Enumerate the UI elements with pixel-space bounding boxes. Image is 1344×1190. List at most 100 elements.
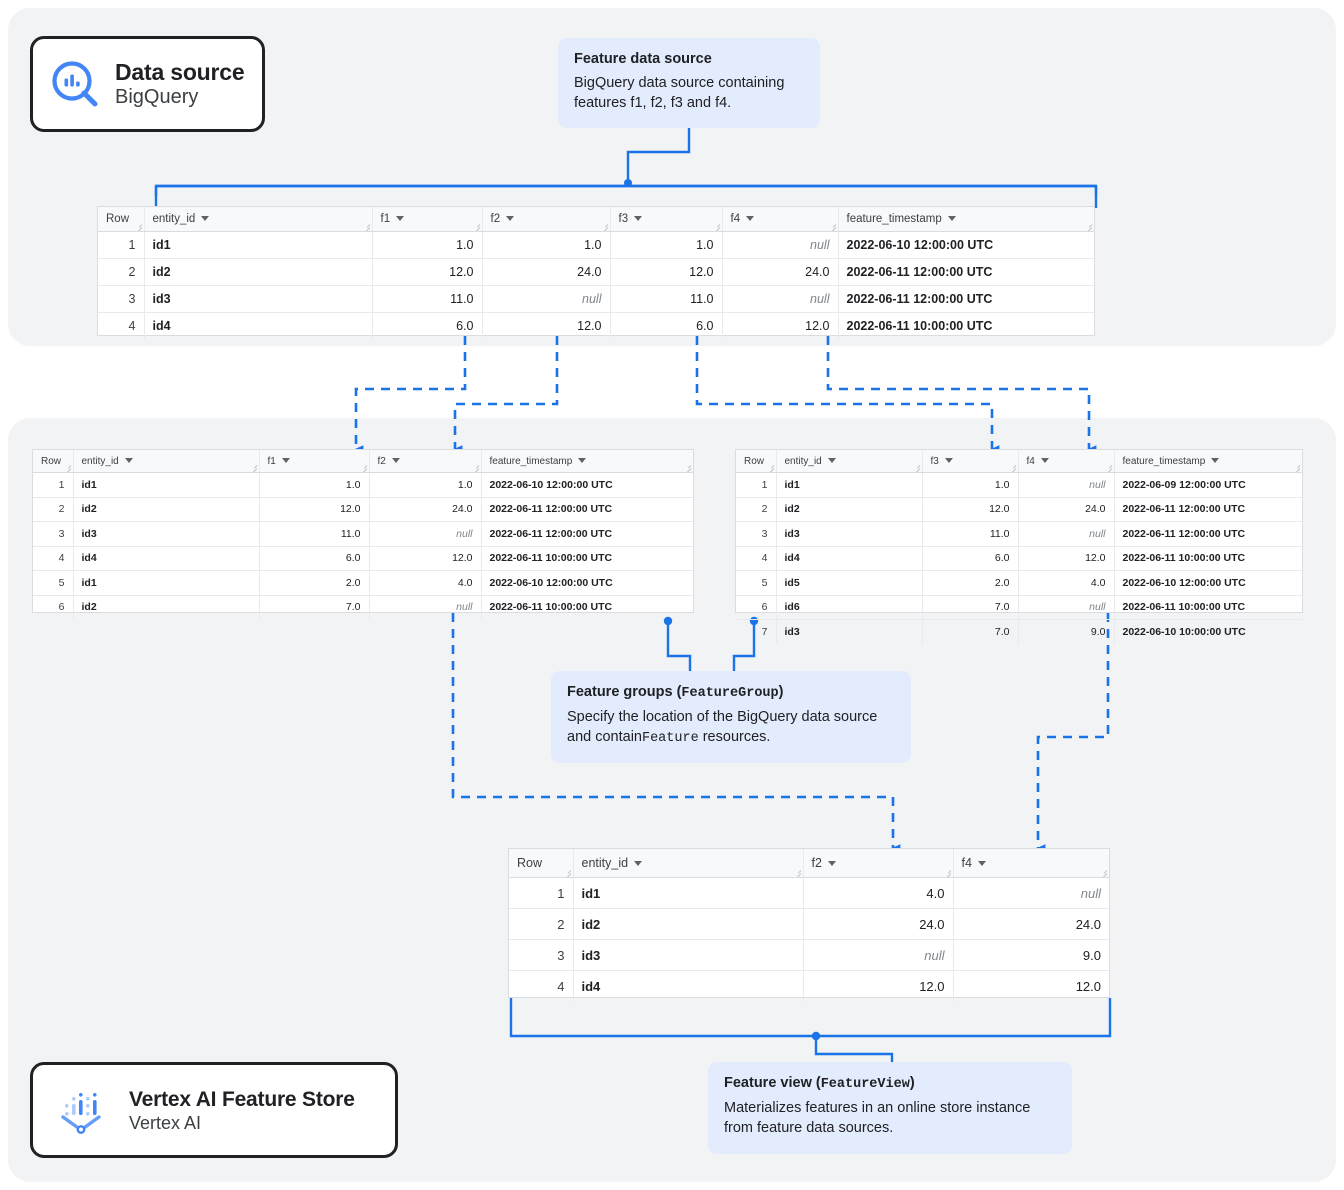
column-header-f3[interactable]: f3: [922, 450, 1019, 473]
column-resize-grip[interactable]: [63, 463, 71, 472]
chevron-down-icon[interactable]: [396, 215, 405, 221]
column-resize-grip[interactable]: [712, 222, 720, 231]
column-resize-grip[interactable]: [766, 463, 774, 472]
cell-row: 2: [509, 908, 574, 940]
cell-f1: 6.0: [259, 546, 370, 571]
chevron-down-icon[interactable]: [1211, 457, 1220, 463]
column-resize-grip[interactable]: [683, 463, 692, 472]
column-header-label: f4: [961, 856, 972, 870]
cell-f4: null: [1018, 521, 1115, 547]
cell-f3: 11.0: [922, 521, 1019, 547]
column-header-row[interactable]: Row: [736, 450, 777, 473]
cell-row: 4: [736, 546, 777, 571]
feature-view-title-close: ): [909, 1075, 915, 1091]
column-resize-grip[interactable]: [249, 463, 257, 472]
column-resize-grip[interactable]: [1084, 222, 1093, 231]
column-header-f3[interactable]: f3: [610, 207, 723, 232]
chevron-down-icon[interactable]: [827, 457, 836, 463]
column-header-label: f2: [490, 213, 501, 225]
feature-groups-callout-body: Specify the location of the BigQuery dat…: [567, 708, 895, 748]
column-resize-grip[interactable]: [912, 463, 920, 472]
feature-groups-body-code: Feature: [641, 730, 699, 746]
column-resize-grip[interactable]: [359, 463, 367, 472]
column-header-f4[interactable]: f4: [1018, 450, 1115, 473]
feature-data-source-callout-body: BigQuery data source containing features…: [574, 75, 785, 111]
cell-f3: 7.0: [922, 595, 1019, 620]
cell-row: 2: [33, 497, 74, 522]
chevron-down-icon[interactable]: [281, 457, 290, 463]
column-resize-grip[interactable]: [563, 868, 571, 877]
cell-row: 2: [736, 497, 777, 522]
chevron-down-icon[interactable]: [391, 457, 400, 463]
column-header-row[interactable]: Row: [98, 207, 145, 232]
column-header-f2[interactable]: f2: [369, 450, 482, 473]
chevron-down-icon[interactable]: [746, 215, 755, 221]
column-header-feature_timestamp[interactable]: feature_timestamp: [481, 450, 693, 473]
column-header-row[interactable]: Row: [33, 450, 74, 473]
cell-row: 4: [33, 546, 74, 571]
column-header-f4[interactable]: f4: [722, 207, 839, 232]
column-header-f4[interactable]: f4: [953, 849, 1109, 878]
column-header-entity_id[interactable]: entity_id: [776, 450, 923, 473]
chevron-down-icon[interactable]: [827, 860, 836, 866]
column-header-label: f1: [267, 455, 276, 467]
cell-entity_id: id2: [144, 258, 373, 286]
cell-entity_id: id4: [144, 312, 373, 339]
column-header-f2[interactable]: f2: [803, 849, 954, 878]
column-resize-grip[interactable]: [793, 868, 801, 877]
column-resize-grip[interactable]: [471, 463, 479, 472]
column-resize-grip[interactable]: [600, 222, 608, 231]
cell-row: 3: [33, 521, 74, 547]
cell-feature_timestamp: 2022-06-11 10:00:00 UTC: [481, 546, 693, 571]
chevron-down-icon[interactable]: [506, 215, 515, 221]
cell-row: 6: [33, 595, 74, 619]
column-header-entity_id[interactable]: entity_id: [73, 450, 260, 473]
cell-feature_timestamp: 2022-06-11 12:00:00 UTC: [838, 258, 1094, 286]
feature-view-title-code: FeatureView: [820, 1077, 910, 1092]
column-resize-grip[interactable]: [1008, 463, 1016, 472]
chevron-down-icon[interactable]: [578, 457, 587, 463]
chevron-down-icon[interactable]: [201, 215, 210, 221]
column-resize-grip[interactable]: [472, 222, 480, 231]
chevron-down-icon[interactable]: [947, 215, 956, 221]
cell-f1: 6.0: [372, 312, 483, 339]
cell-feature_timestamp: 2022-06-10 12:00:00 UTC: [481, 472, 693, 498]
cell-row: 1: [98, 231, 145, 259]
chevron-down-icon[interactable]: [1040, 457, 1049, 463]
column-resize-grip[interactable]: [134, 222, 142, 231]
cell-f1: 1.0: [259, 472, 370, 498]
column-header-feature_timestamp[interactable]: feature_timestamp: [838, 207, 1094, 232]
chevron-down-icon[interactable]: [634, 860, 643, 866]
column-header-label: feature_timestamp: [1122, 455, 1206, 467]
column-resize-grip[interactable]: [1292, 463, 1301, 472]
column-header-label: Row: [744, 455, 765, 467]
column-resize-grip[interactable]: [943, 868, 951, 877]
cell-f4: 24.0: [1018, 497, 1115, 522]
column-header-f1[interactable]: f1: [372, 207, 483, 232]
column-header-f2[interactable]: f2: [482, 207, 611, 232]
column-resize-grip[interactable]: [828, 222, 836, 231]
column-resize-grip[interactable]: [1099, 868, 1108, 877]
vertex-ai-feature-store-icon: [53, 1081, 111, 1139]
column-header-label: Row: [41, 455, 62, 467]
cell-f3: 6.0: [922, 546, 1019, 571]
column-resize-grip[interactable]: [1104, 463, 1112, 472]
column-header-row[interactable]: Row: [509, 849, 574, 878]
chevron-down-icon[interactable]: [124, 457, 133, 463]
column-header-entity_id[interactable]: entity_id: [144, 207, 373, 232]
column-header-entity_id[interactable]: entity_id: [573, 849, 804, 878]
chevron-down-icon[interactable]: [944, 457, 953, 463]
chevron-down-icon[interactable]: [634, 215, 643, 221]
column-resize-grip[interactable]: [362, 222, 370, 231]
column-header-feature_timestamp[interactable]: feature_timestamp: [1114, 450, 1302, 473]
chevron-down-icon[interactable]: [977, 860, 986, 866]
cell-feature_timestamp: 2022-06-09 12:00:00 UTC: [1114, 472, 1302, 498]
column-header-f1[interactable]: f1: [259, 450, 370, 473]
feature-groups-title-text: Feature groups (: [567, 684, 682, 700]
cell-f4: 4.0: [1018, 570, 1115, 596]
